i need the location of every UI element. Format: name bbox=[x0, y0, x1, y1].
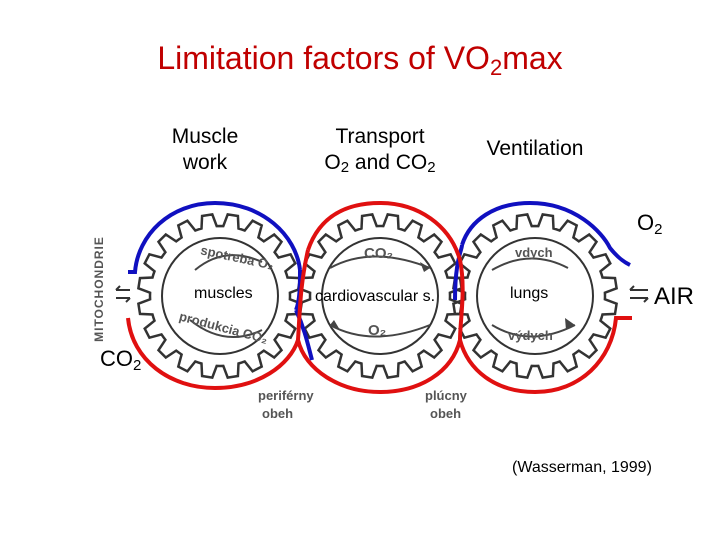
gear-teeth bbox=[137, 213, 303, 379]
air-label: AIR bbox=[654, 283, 695, 310]
left-gear-arrow-bottom bbox=[189, 319, 263, 339]
muscle-gear bbox=[137, 213, 303, 379]
mid-gear-arrowhead-top bbox=[420, 262, 430, 272]
co2-label: CO2 bbox=[100, 346, 142, 374]
gear-teeth bbox=[297, 213, 463, 379]
gear-teeth bbox=[452, 213, 618, 379]
periferny-text: periférny bbox=[258, 388, 314, 403]
right-gear-arrow-top bbox=[491, 257, 569, 271]
plucny-text: plúcny bbox=[425, 388, 467, 403]
lungs-label: lungs bbox=[510, 285, 549, 302]
plucny-obeh-text: obeh bbox=[430, 406, 462, 421]
transport-label: Transport O2 and CO2 bbox=[324, 125, 436, 177]
co2-gear-text: CO₂ bbox=[364, 245, 394, 262]
page-title: Limitation factors of VO2max bbox=[157, 40, 563, 80]
right-double-arrow bbox=[629, 285, 649, 303]
carbon-dioxide-path-red-left bbox=[296, 249, 310, 341]
right-gear-arrowhead-bottom bbox=[565, 318, 575, 330]
cardiovascular-label: cardiovascular s. bbox=[315, 288, 436, 305]
mitochondrie-label: MITOCHONDRIE bbox=[92, 236, 106, 342]
cardiovascular-gear bbox=[297, 213, 463, 379]
muscles-label: muscles bbox=[194, 285, 253, 302]
o2-label: O2 bbox=[637, 210, 663, 238]
periferny-obeh-text: obeh bbox=[262, 406, 294, 421]
mid-gear-arrowhead-bottom bbox=[330, 320, 340, 330]
gear-inner-ring bbox=[321, 237, 439, 355]
gear-inner-ring bbox=[476, 237, 594, 355]
mid-gear-arrow-top bbox=[329, 255, 431, 269]
left-gear-arrow-top bbox=[194, 254, 263, 271]
oxygen-path-blue bbox=[128, 200, 631, 274]
lungs-gear bbox=[452, 213, 618, 379]
citation: (Wasserman, 1999) bbox=[512, 459, 652, 476]
left-double-arrow bbox=[115, 285, 131, 303]
ventilation-label: Ventilation bbox=[486, 137, 584, 160]
o2-gear-text: O₂ bbox=[368, 322, 387, 339]
gear-inner-ring bbox=[161, 237, 279, 355]
carbon-dioxide-path-red bbox=[126, 316, 632, 395]
carbon-dioxide-path-red-upper bbox=[306, 200, 465, 341]
vydych-text: výdych bbox=[508, 328, 553, 343]
vdych-text: vdych bbox=[515, 245, 553, 260]
